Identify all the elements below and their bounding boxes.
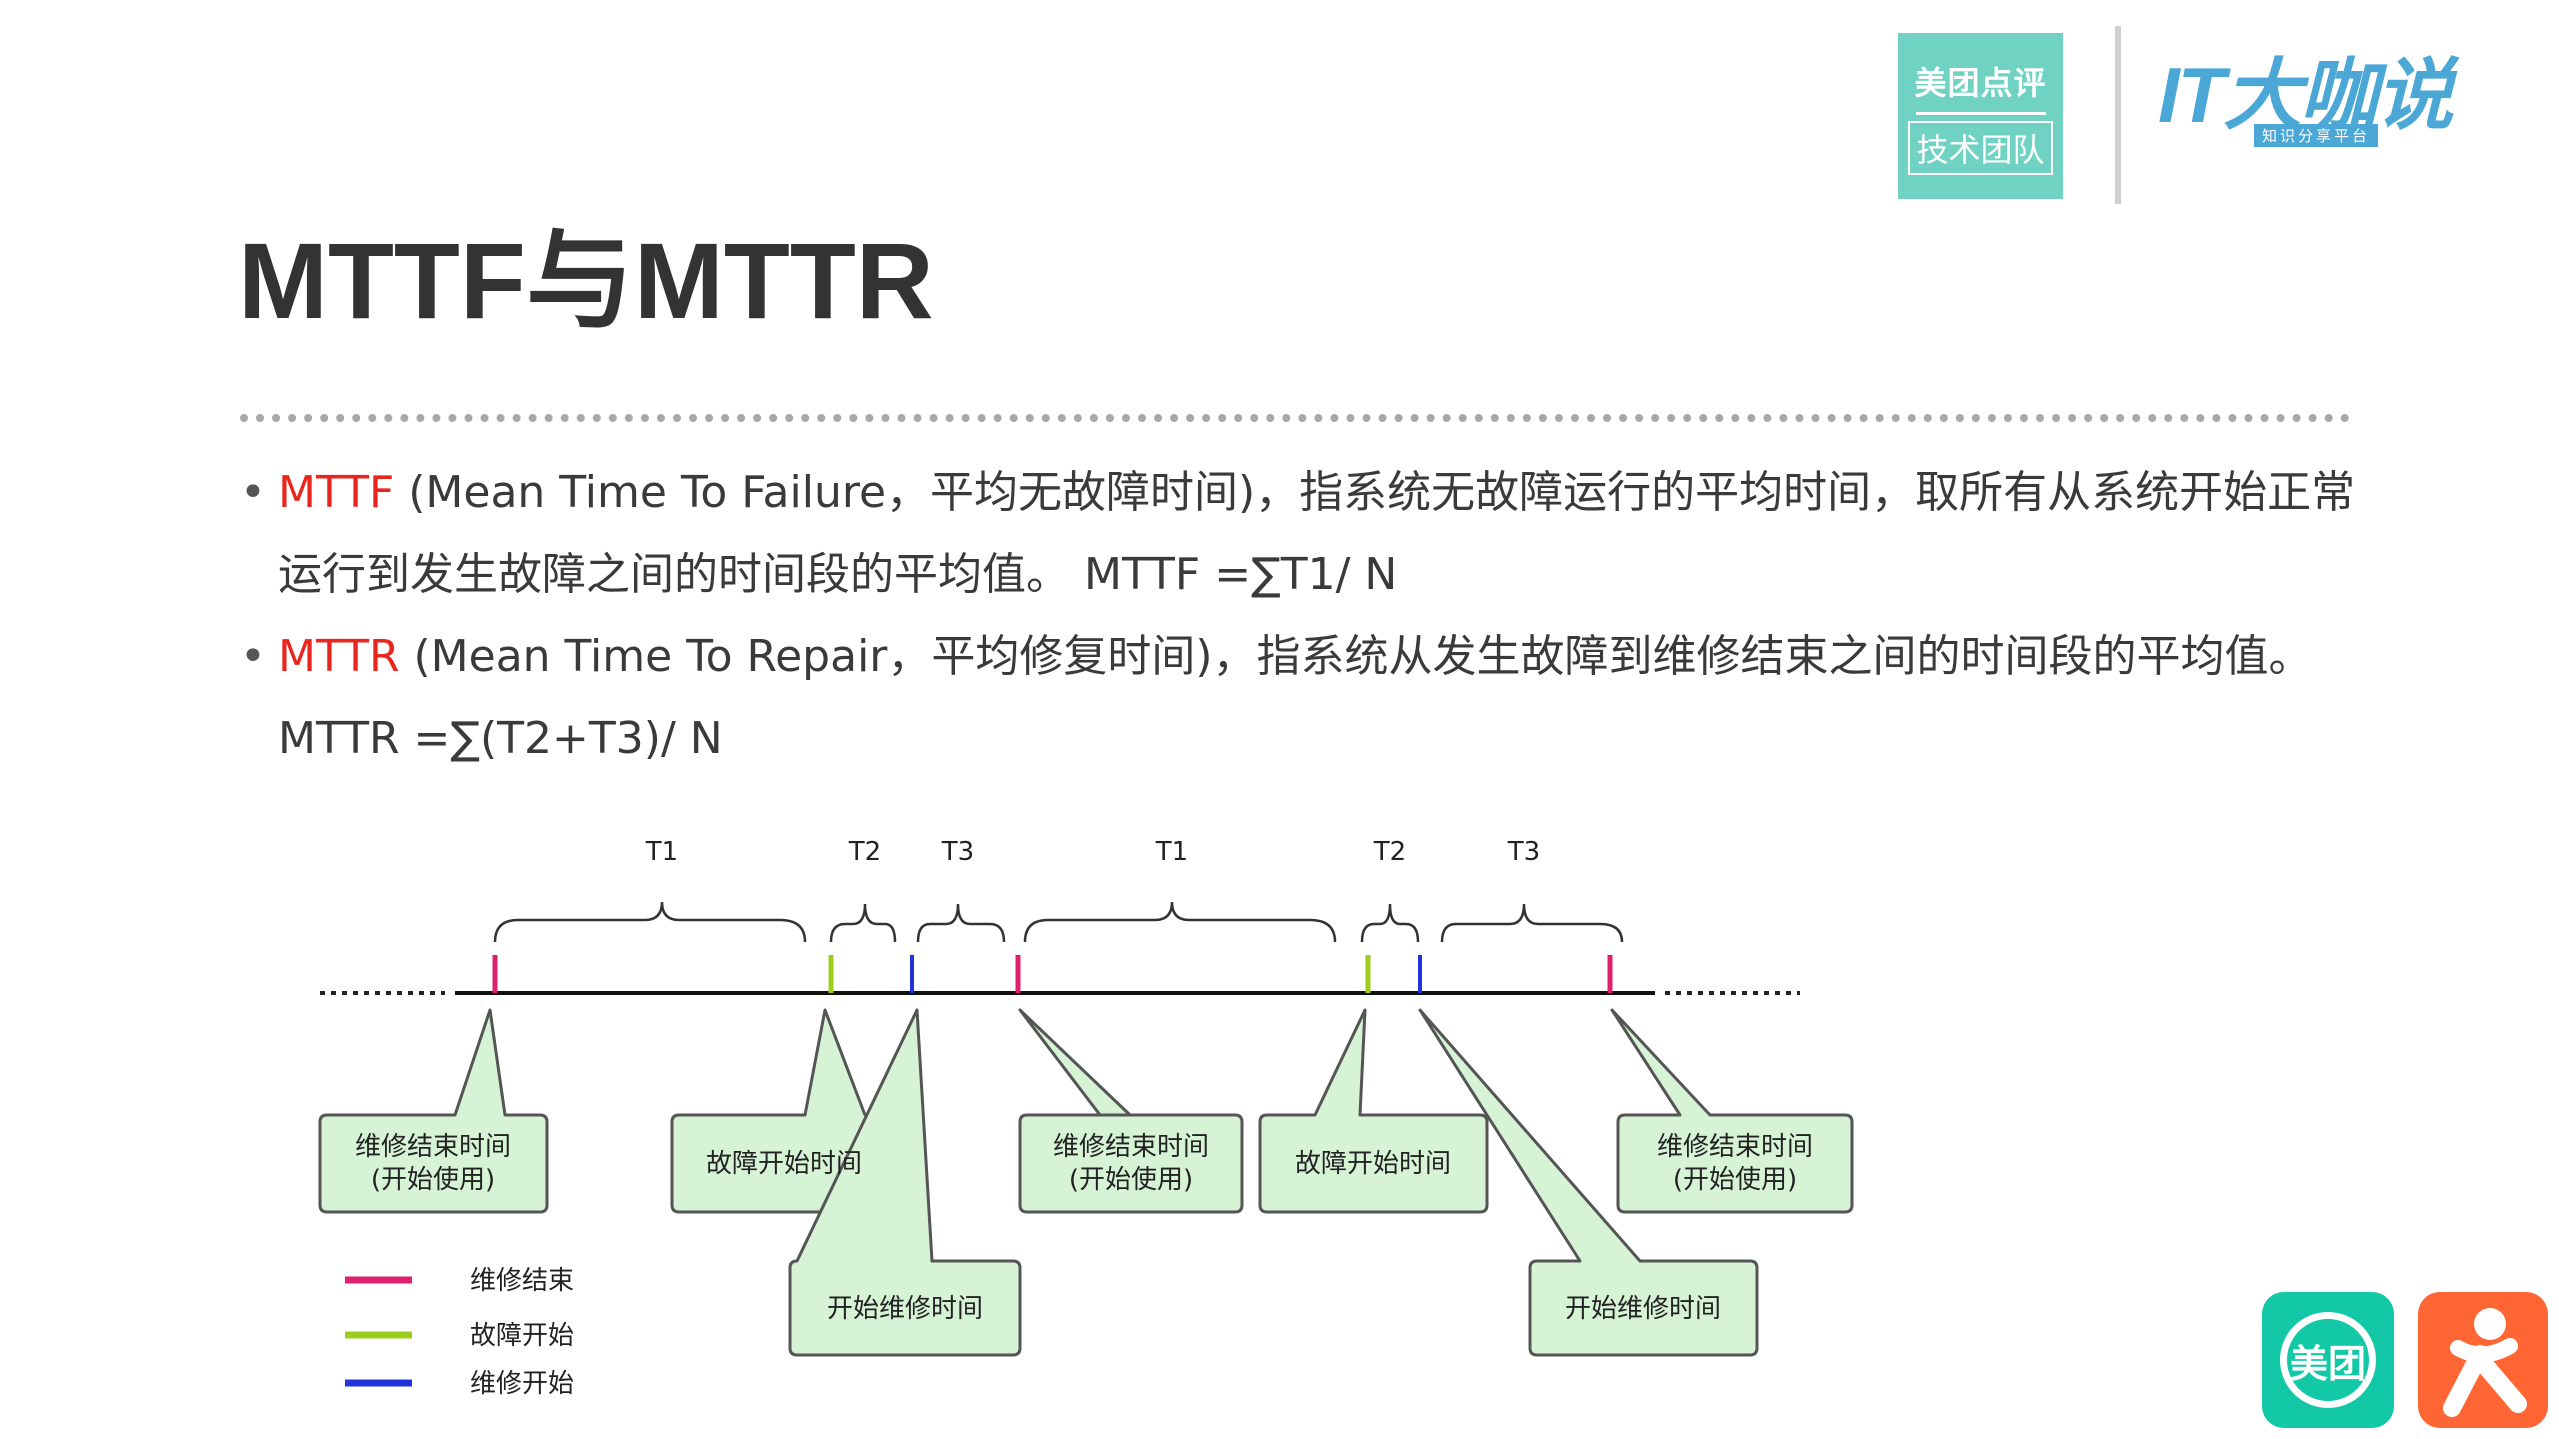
callout-failure-start-2 — [1258, 1008, 1489, 1214]
brace-t1-b — [1023, 901, 1337, 943]
meituan-logo-text: 美团 — [2280, 1312, 2376, 1408]
callout-repair-start-1 — [788, 1008, 1022, 1357]
interval-label-t1-a: T1 — [645, 837, 678, 867]
dianping-person-icon — [2443, 1308, 2527, 1417]
callout-1-line1: 维修结束时间 — [355, 1132, 511, 1162]
legend-label-repair-end: 维修结束 — [470, 1266, 574, 1296]
mttf-mttr-timeline-diagram: T1 T2 T3 T1 T2 T3 — [300, 820, 1900, 1420]
callout-4-line1: 维修结束时间 — [1053, 1132, 1209, 1162]
term-mttr: MTTR — [278, 631, 400, 682]
legend-label-repair-start: 维修开始 — [470, 1369, 574, 1399]
callout-repair-end-2 — [1018, 1008, 1244, 1214]
it-logo-subtitle: 知识分享平台 — [2254, 124, 2379, 147]
it-dakashuo-logo: IT大咖说 知识分享平台 — [2158, 56, 2488, 156]
callout-repair-end-1 — [318, 1008, 549, 1214]
brace-t3-b — [1440, 903, 1624, 943]
callout-5-text: 故障开始时间 — [1295, 1149, 1451, 1179]
interval-label-t3-b: T3 — [1507, 837, 1540, 867]
callout-3-text: 开始维修时间 — [827, 1294, 983, 1324]
callout-4-line2: (开始使用) — [1069, 1165, 1193, 1195]
page-title: MTTF与MTTR — [238, 220, 934, 341]
callout-1-line2: (开始使用) — [371, 1165, 495, 1195]
callout-repair-start-2 — [1418, 1008, 1759, 1357]
brace-t2-a — [829, 903, 897, 943]
meituan-app-logo: 美团 — [2262, 1292, 2394, 1428]
callout-7-line1: 维修结束时间 — [1657, 1132, 1813, 1162]
header-divider — [2115, 26, 2121, 204]
logo-line1: 美团点评 — [1914, 63, 2047, 102]
interval-label-t2-a: T2 — [848, 837, 881, 867]
term-mttf: MTTF — [278, 467, 395, 518]
logo-divider — [1915, 111, 2046, 115]
callout-7-line2: (开始使用) — [1673, 1165, 1797, 1195]
interval-label-t1-b: T1 — [1155, 837, 1188, 867]
callout-6-text: 开始维修时间 — [1565, 1294, 1721, 1324]
logo-line2: 技术团队 — [1908, 120, 2053, 175]
definition-mttf: (Mean Time To Failure，平均无故障时间)，指系统无故障运行的… — [278, 467, 2356, 600]
list-item-mttr: MTTR (Mean Time To Repair，平均修复时间)，指系统从发生… — [240, 616, 2390, 780]
brace-t2-b — [1360, 903, 1420, 943]
definition-list: MTTF (Mean Time To Failure，平均无故障时间)，指系统无… — [240, 452, 2390, 780]
callout-repair-end-3 — [1610, 1008, 1854, 1214]
title-divider — [240, 414, 2350, 422]
meituan-dianping-tech-logo: 美团点评 技术团队 — [1898, 33, 2063, 199]
brace-t3-a — [916, 903, 1006, 943]
it-logo-text: IT大咖说 — [2158, 51, 2453, 139]
legend-label-failure-start: 故障开始 — [470, 1321, 574, 1351]
list-item-mttf: MTTF (Mean Time To Failure，平均无故障时间)，指系统无… — [240, 452, 2390, 616]
callout-2-text: 故障开始时间 — [706, 1149, 862, 1179]
brace-t1-a — [493, 901, 807, 943]
interval-label-t2-b: T2 — [1373, 837, 1406, 867]
definition-mttr: (Mean Time To Repair，平均修复时间)，指系统从发生故障到维修… — [278, 631, 2313, 764]
interval-label-t3-a: T3 — [941, 837, 974, 867]
dianping-app-logo — [2418, 1292, 2548, 1428]
